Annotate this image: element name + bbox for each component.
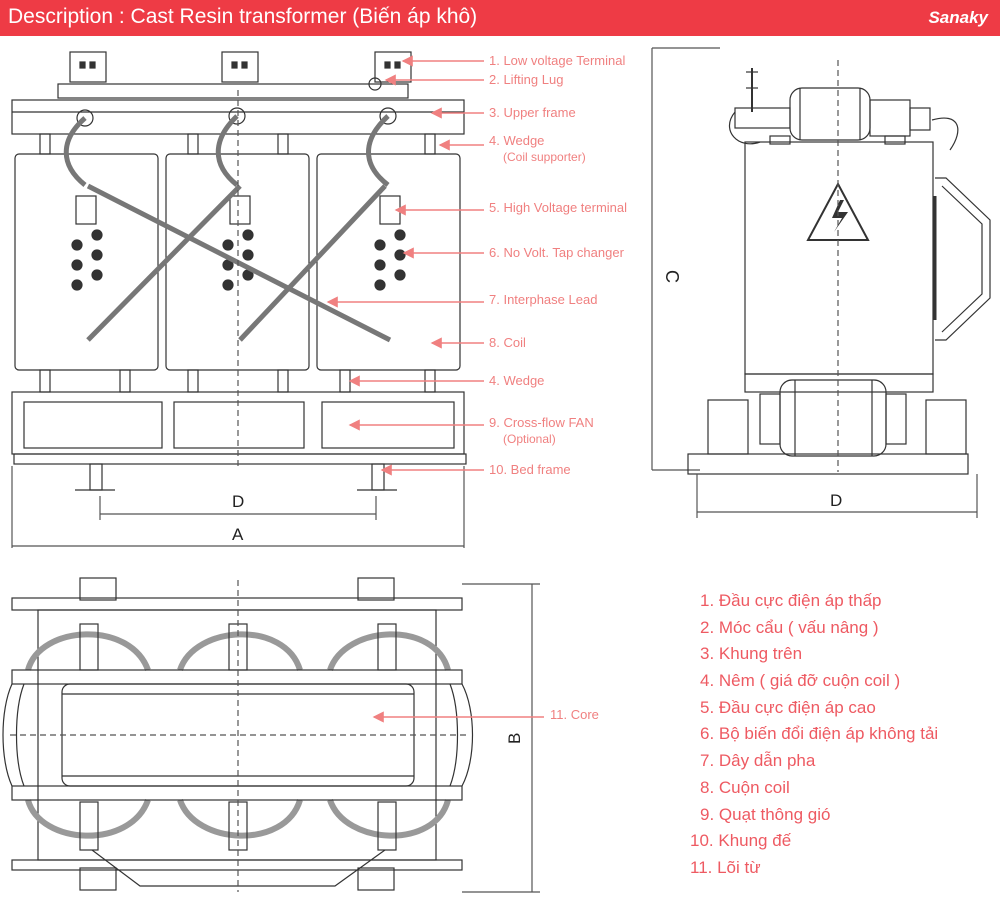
callout-labels: 1. Low voltage Terminal 2. Lifting Lug 3… — [489, 53, 627, 722]
brand-logo-text: Sanaky — [928, 8, 988, 27]
legend-item: 1. Đầu cực điện áp thấp — [700, 591, 882, 610]
low-voltage-terminals — [69, 51, 412, 83]
header-bar: Description : Cast Resin transformer (Bi… — [0, 0, 1000, 36]
page-title: Description : Cast Resin transformer (Bi… — [8, 5, 478, 28]
callout-cross-flow-fan-sub: (Optional) — [503, 432, 556, 446]
interphase-leads — [86, 183, 392, 343]
callout-wedge-top: 4. Wedge — [489, 133, 544, 148]
callout-bed-frame: 10. Bed frame — [489, 462, 571, 477]
legend-list: 1. Đầu cực điện áp thấp 2. Móc cẩu ( vấu… — [690, 588, 938, 882]
callout-tap-changer: 6. No Volt. Tap changer — [489, 245, 625, 260]
legend-item: 6. Bộ biến đổi điện áp không tải — [700, 724, 939, 744]
callout-upper-frame: 3. Upper frame — [489, 105, 576, 120]
dimension-c: C — [662, 270, 682, 283]
legend-item: 9. Quạt thông gió — [700, 804, 831, 824]
bed-frame — [13, 453, 467, 465]
tap-changer-studs — [71, 229, 406, 291]
dimension-d-side: D — [830, 491, 842, 510]
legend-item: 3. Khung trên — [700, 644, 803, 664]
lifting-lug — [368, 77, 382, 91]
side-view — [651, 47, 991, 518]
legend-item: 2. Móc cẩu ( vấu nâng ) — [700, 617, 879, 637]
side-bed-frame — [687, 453, 969, 475]
legend-item: 10. Khung đế — [690, 831, 792, 851]
callout-cross-flow-fan: 9. Cross-flow FAN — [489, 415, 594, 430]
callout-interphase-lead: 7. Interphase Lead — [489, 292, 597, 307]
callout-wedge-bottom: 4. Wedge — [489, 373, 544, 388]
callout-hv-terminal: 5. High Voltage terminal — [489, 200, 627, 215]
legend-item: 11. Lõi từ — [690, 857, 761, 877]
callout-lifting-lug: 2. Lifting Lug — [489, 72, 563, 87]
hv-terminal-box — [75, 195, 97, 225]
top-view — [2, 577, 540, 893]
dimension-a: A — [232, 525, 244, 544]
callout-wedge-top-sub: (Coil supporter) — [503, 150, 586, 164]
legend-item: 7. Dây dẫn pha — [700, 751, 816, 771]
callout-core: 11. Core — [550, 707, 599, 722]
legend-item: 5. Đầu cực điện áp cao — [700, 697, 876, 717]
top-lower-clamp — [11, 785, 463, 801]
legend-item: 8. Cuộn coil — [700, 777, 790, 797]
dimension-b: B — [505, 733, 524, 744]
hv-bushing — [789, 87, 871, 141]
lifting-lug-rail — [57, 83, 409, 99]
callout-low-voltage-terminal: 1. Low voltage Terminal — [489, 53, 625, 68]
top-upper-clamp — [11, 669, 463, 685]
callout-arrows — [326, 55, 544, 723]
front-view — [11, 51, 467, 548]
dimension-d-front: D — [232, 492, 244, 511]
callout-coil: 8. Coil — [489, 335, 526, 350]
legend-item: 4. Nêm ( giá đỡ cuộn coil ) — [700, 671, 901, 691]
side-coil-body — [744, 141, 934, 375]
side-fan-bracket — [935, 177, 991, 341]
